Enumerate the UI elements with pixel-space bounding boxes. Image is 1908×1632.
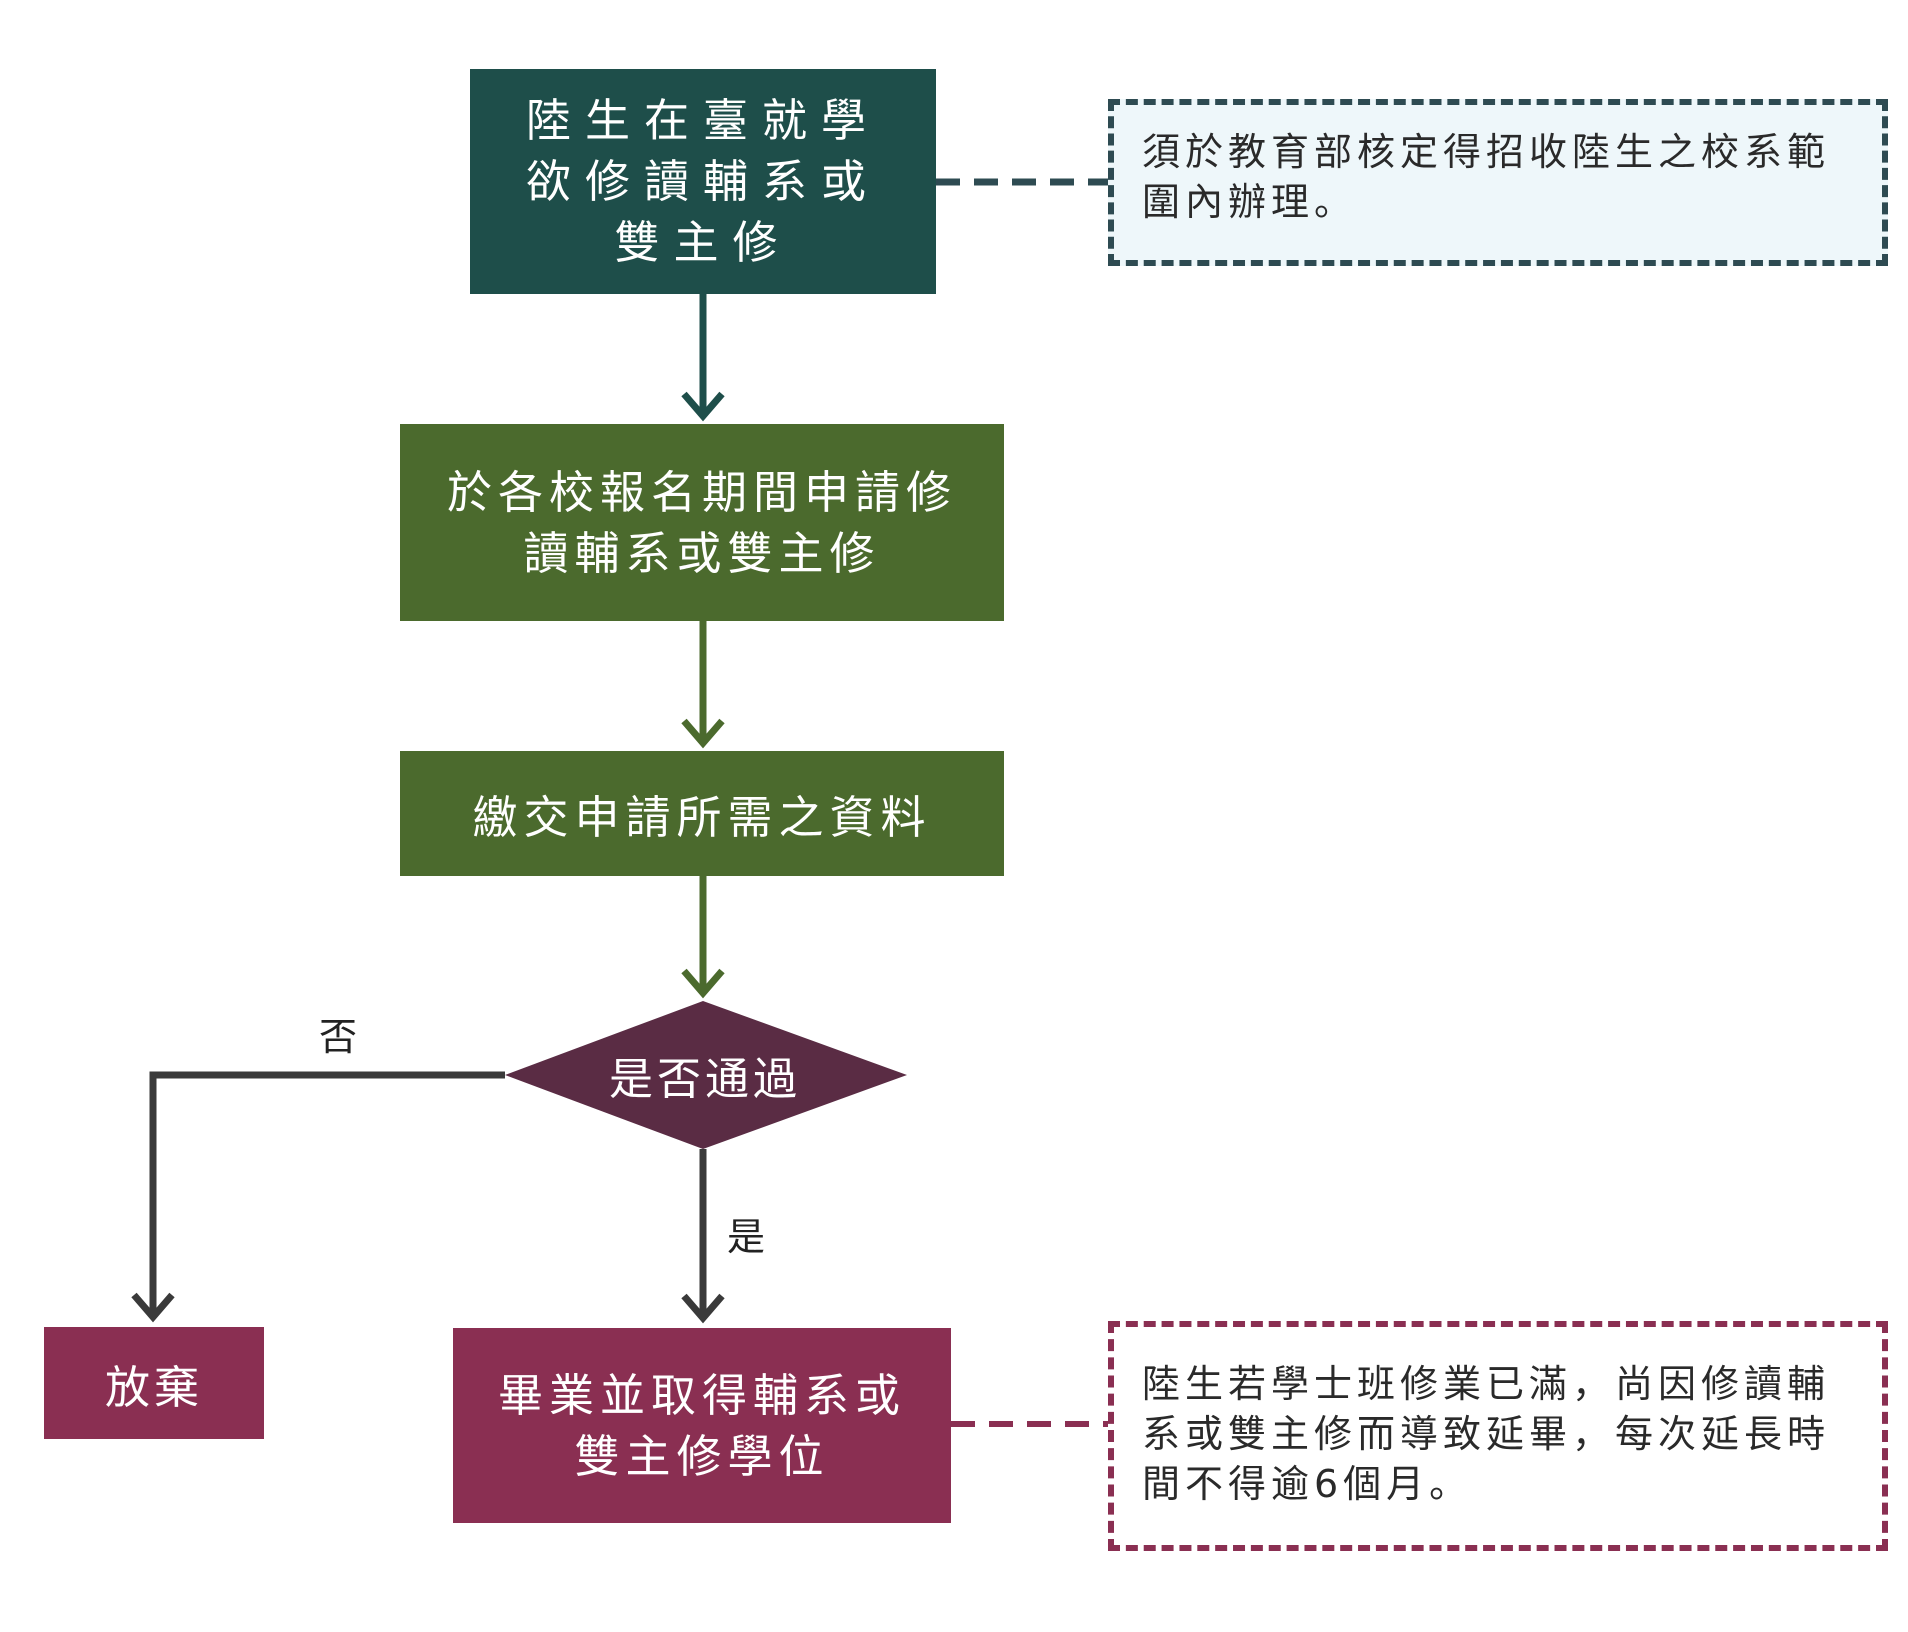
arrow-decision-to-giveup	[149, 1071, 505, 1317]
note-top-box: 須於教育部核定得招收陸生之校系範圍內辦理。	[1108, 99, 1888, 266]
arrowhead-apply-to-submit	[681, 718, 725, 749]
step-submit-box: 繳交申請所需之資料	[400, 751, 1004, 876]
step-start-text: 陸生在臺就學 欲修讀輔系或 雙主修	[525, 94, 880, 269]
step-graduate-text: 畢業並取得輔系或 雙主修學位	[497, 1368, 906, 1483]
branch-label-no: 否	[319, 1015, 358, 1059]
decision-diamond	[505, 1001, 907, 1149]
arrowhead-decision-to-graduate	[681, 1293, 725, 1324]
step-submit-text: 繳交申請所需之資料	[472, 791, 932, 844]
step-giveup-text: 放棄	[104, 1360, 203, 1414]
step-graduate-box: 畢業並取得輔系或 雙主修學位	[453, 1328, 951, 1523]
arrowhead-decision-to-giveup	[131, 1292, 175, 1323]
decision-label: 是否通過	[609, 1054, 801, 1105]
step-start-box: 陸生在臺就學 欲修讀輔系或 雙主修	[470, 69, 936, 294]
note-top-text: 須於教育部核定得招收陸生之校系範圍內辦理。	[1142, 130, 1831, 224]
step-giveup-box: 放棄	[44, 1327, 264, 1439]
step-apply-text: 於各校報名期間申請修 讀輔系或雙主修	[446, 465, 957, 580]
note-bottom-box: 陸生若學士班修業已滿，尚因修讀輔系或雙主修而導致延畢，每次延長時間不得逾6個月。	[1108, 1321, 1888, 1551]
arrowhead-submit-to-decision	[681, 968, 725, 999]
step-apply-box: 於各校報名期間申請修 讀輔系或雙主修	[400, 424, 1004, 621]
note-bottom-text: 陸生若學士班修業已滿，尚因修讀輔系或雙主修而導致延畢，每次延長時間不得逾6個月。	[1142, 1362, 1831, 1506]
arrowhead-start-to-apply	[681, 391, 725, 422]
branch-label-yes: 是	[727, 1215, 766, 1259]
